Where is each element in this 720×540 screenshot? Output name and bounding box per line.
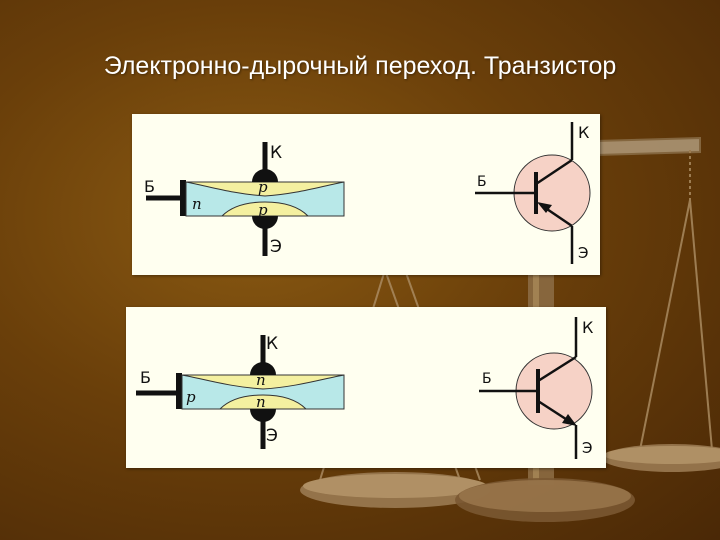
- symbol-collector-label: К: [582, 318, 594, 337]
- pnp-structure-diagram: К Б Э n p p: [144, 142, 345, 257]
- emitter-region: [220, 201, 310, 217]
- collector-label: К: [270, 143, 282, 163]
- npn-transistor-symbol: К Б Э: [479, 317, 594, 459]
- symbol-collector-label: К: [578, 123, 590, 142]
- base-label: Б: [144, 177, 155, 196]
- base-contact: [180, 180, 186, 216]
- collector-region: [185, 181, 345, 197]
- emitter-region-label: p: [258, 201, 268, 219]
- emitter-region-label: n: [256, 393, 266, 411]
- emitter-label: Э: [266, 426, 278, 446]
- collector-contact: [250, 362, 276, 375]
- collector-region-label: p: [258, 178, 268, 196]
- pnp-transistor-symbol: К Б Э: [475, 122, 591, 264]
- emitter-arrow-icon: [537, 202, 552, 213]
- npn-panel: К Б Э p n n К Б Э: [126, 307, 606, 468]
- symbol-emitter-label: Э: [578, 244, 588, 262]
- collector-label: К: [266, 334, 278, 354]
- emitter-arrow-icon: [562, 414, 577, 426]
- npn-structure-diagram: К Б Э p n n: [136, 334, 345, 449]
- emitter-label: Э: [270, 237, 282, 257]
- slide-title: Электронно-дырочный переход. Транзистор: [103, 52, 617, 80]
- collector-region-label: n: [256, 371, 266, 389]
- base-region-label: n: [192, 195, 202, 213]
- symbol-base-label: Б: [477, 174, 487, 190]
- symbol-emitter-label: Э: [582, 439, 592, 457]
- collector-contact: [252, 169, 278, 182]
- collector-branch: [535, 158, 573, 186]
- base-contact: [176, 373, 182, 409]
- symbol-base-label: Б: [482, 371, 492, 387]
- pnp-panel: К Б Э n p p К Б Э: [132, 114, 600, 275]
- emitter-region: [218, 394, 308, 410]
- base-region-label: p: [186, 388, 196, 406]
- base-label: Б: [140, 368, 151, 387]
- collector-branch: [537, 355, 577, 383]
- collector-region: [181, 374, 345, 390]
